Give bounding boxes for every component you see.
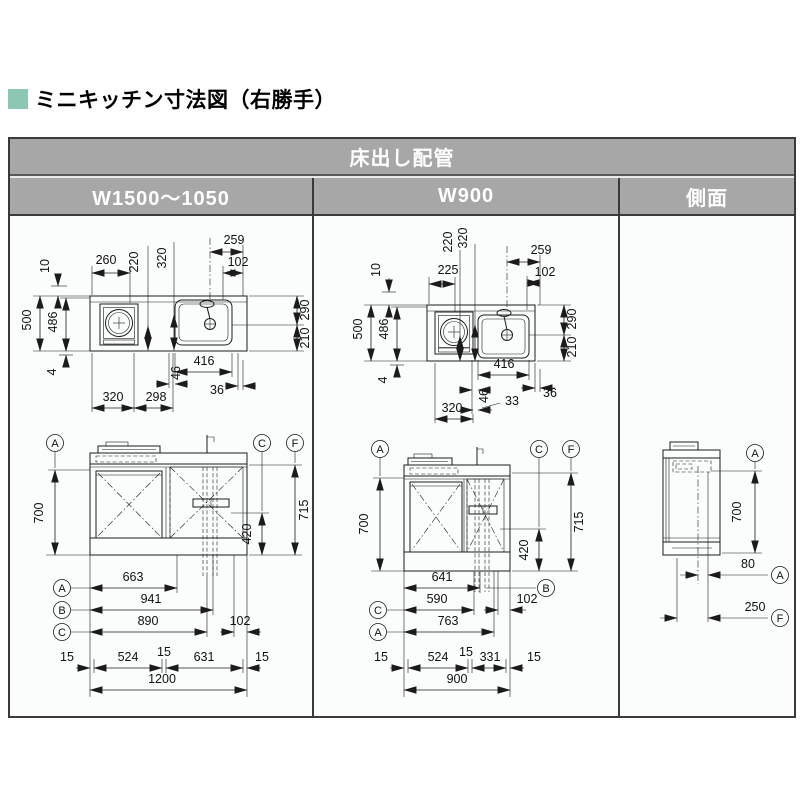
- table-header-piping: 床出し配管: [10, 139, 794, 176]
- dim-label: 290: [565, 309, 579, 330]
- section-mark: A: [751, 448, 759, 460]
- dim-label: 225: [438, 263, 459, 277]
- section-mark: C: [58, 627, 66, 639]
- section-mark: A: [51, 438, 59, 450]
- dim-label: 46: [169, 366, 183, 380]
- dim-label: 631: [194, 650, 215, 664]
- dim-label: 941: [141, 592, 162, 606]
- dim-label: 15: [157, 645, 171, 659]
- dim-label: 15: [60, 650, 74, 664]
- column-header-w900: W900: [314, 178, 620, 214]
- dim-label: 420: [240, 524, 254, 545]
- dim-label: 259: [224, 233, 245, 247]
- section-mark: C: [374, 605, 382, 617]
- section-mark: A: [374, 627, 382, 639]
- dim-label: 15: [527, 650, 541, 664]
- dim-label: 220: [127, 252, 141, 273]
- dim-label: 524: [118, 650, 139, 664]
- column-header-row: W1500～1050 W900 側面: [10, 176, 794, 216]
- side-drawing: A 700 80 A 250 F: [660, 441, 789, 627]
- column-header-side: 側面: [686, 187, 728, 210]
- side-dims: A 700 80 A 250 F: [660, 444, 789, 627]
- dim-label: 220: [441, 232, 455, 253]
- w1500-elevation-view: [89, 435, 248, 576]
- section-mark: A: [376, 444, 384, 456]
- dim-label: 700: [730, 502, 744, 523]
- w900-plan-dims: 220 320 225 259 102 10 500: [351, 228, 579, 423]
- page-title: ミニキッチン寸法図（右勝手）: [8, 84, 336, 114]
- w1500-plan-dims: 259 102 260 220 320 10 500: [20, 233, 312, 412]
- dim-label: 33: [505, 394, 519, 408]
- dim-label: 290: [298, 300, 312, 321]
- dim-label: 900: [447, 672, 468, 686]
- dim-label: 210: [565, 337, 579, 358]
- dim-label: 320: [155, 248, 169, 269]
- dim-label: 15: [255, 650, 269, 664]
- dim-label: 700: [32, 503, 46, 524]
- dim-label: 4: [376, 376, 390, 383]
- panel-side: A 700 80 A 250 F: [620, 216, 794, 716]
- dim-label: 4: [45, 368, 59, 375]
- dim-label: 102: [517, 592, 538, 606]
- page-title-text: ミニキッチン寸法図（右勝手）: [35, 89, 336, 112]
- drawing-area: 259 102 260 220 320 10 500: [10, 216, 794, 716]
- dim-label: 486: [46, 312, 60, 333]
- dim-label: 420: [517, 540, 531, 561]
- dim-label: 210: [298, 328, 312, 349]
- dim-label: 15: [374, 650, 388, 664]
- dim-label: 1200: [148, 672, 176, 686]
- section-mark: B: [58, 605, 65, 617]
- w900-elevation-dims: A C F 700 715 420 641 B C: [357, 440, 586, 697]
- w900-elevation-view: [403, 447, 511, 592]
- dim-label: 715: [297, 500, 311, 521]
- section-mark: F: [568, 444, 575, 456]
- dim-label: 80: [741, 557, 755, 571]
- dim-label: 486: [377, 319, 391, 340]
- dim-label: 590: [427, 592, 448, 606]
- dim-label: 416: [194, 354, 215, 368]
- panel-w900: 220 320 225 259 102 10 500: [314, 216, 620, 716]
- dim-label: 259: [531, 243, 552, 257]
- w1500-drawing: 259 102 260 220 320 10 500: [20, 233, 312, 697]
- dim-label: 320: [103, 390, 124, 404]
- dim-label: 15: [459, 645, 473, 659]
- dim-label: 416: [494, 357, 515, 371]
- section-mark: C: [258, 438, 266, 450]
- dim-label: 250: [745, 600, 766, 614]
- dim-label: 260: [96, 253, 117, 267]
- dim-label: 102: [230, 614, 251, 628]
- dim-label: 46: [477, 389, 491, 403]
- dim-label: 500: [20, 310, 34, 331]
- section-mark: F: [292, 438, 299, 450]
- dim-label: 524: [428, 650, 449, 664]
- dimension-table: 床出し配管 W1500～1050 W900 側面: [8, 137, 796, 718]
- section-mark: B: [542, 583, 549, 595]
- panel-w1500: 259 102 260 220 320 10 500: [10, 216, 314, 716]
- section-mark: A: [58, 583, 66, 595]
- teal-bullet-icon: [8, 89, 28, 109]
- dim-label: 663: [123, 570, 144, 584]
- dim-label: 320: [442, 401, 463, 415]
- dim-label: 500: [351, 319, 365, 340]
- dim-label: 102: [228, 255, 249, 269]
- w1500-elevation-dims: A C F 700 715 420 A 663 B: [32, 434, 311, 697]
- dim-label: 298: [146, 390, 167, 404]
- dim-label: 715: [572, 512, 586, 533]
- dim-label: 36: [210, 383, 224, 397]
- dim-label: 641: [432, 570, 453, 584]
- dim-label: 763: [438, 614, 459, 628]
- w900-drawing: 220 320 225 259 102 10 500: [351, 228, 586, 697]
- dim-label: 102: [535, 265, 556, 279]
- side-view: [662, 441, 721, 622]
- dim-label: 331: [480, 650, 501, 664]
- column-header-w1500: W1500～1050: [10, 178, 314, 214]
- dim-label: 10: [369, 263, 383, 277]
- section-mark: F: [777, 613, 784, 625]
- dim-label: 890: [138, 614, 159, 628]
- dim-label: 700: [357, 514, 371, 535]
- section-mark: A: [776, 570, 784, 582]
- section-mark: C: [535, 444, 543, 456]
- dim-label: 10: [38, 259, 52, 273]
- dim-label: 320: [456, 228, 470, 249]
